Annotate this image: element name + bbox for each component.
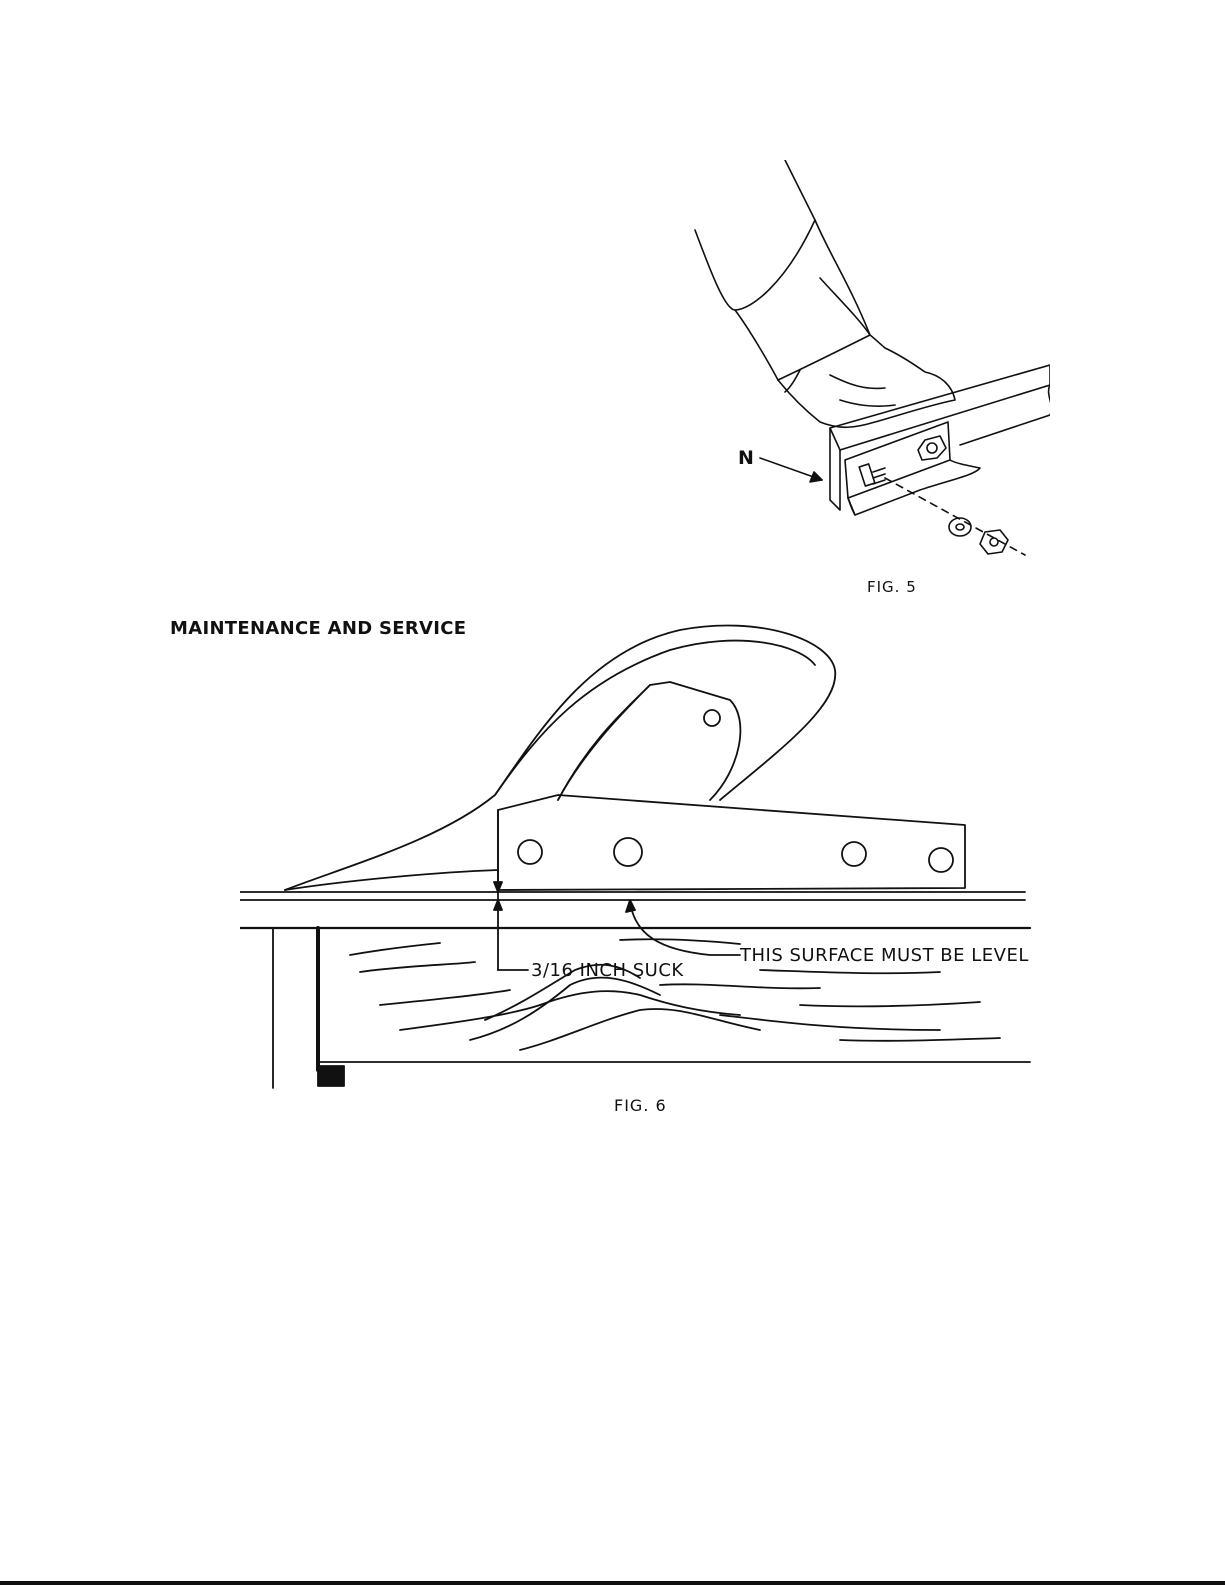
shank-hole-2: [614, 838, 642, 866]
plate-hole: [704, 710, 720, 726]
fig6-illustration: [240, 610, 1060, 1090]
shank-bar: [498, 795, 965, 890]
shank-hole-1: [518, 840, 542, 864]
hand-outline: [778, 335, 955, 427]
fig5-caption: FIG. 5: [867, 578, 917, 596]
bolt-axis: [885, 478, 1025, 555]
sleeve-outline: [695, 160, 815, 310]
mounting-plate: [558, 682, 740, 800]
bottom-rule: [0, 1581, 1225, 1585]
fig5-illustration: [690, 160, 1050, 580]
fig5-callout-n: N: [738, 447, 754, 469]
washer: [949, 518, 971, 536]
section-heading: MAINTENANCE AND SERVICE: [170, 618, 466, 639]
shovel-blade: [285, 626, 835, 890]
nut-upper: [918, 436, 946, 460]
bolt-slot: [859, 464, 875, 486]
fig6-level-note: THIS SURFACE MUST BE LEVEL: [740, 945, 1029, 966]
shank-hole-4: [929, 848, 953, 872]
sleeve-cuff: [735, 278, 870, 380]
nut-loose: [980, 530, 1008, 554]
fig6-caption: FIG. 6: [614, 1096, 667, 1115]
shank-hole-3: [842, 842, 866, 866]
fig6-suck-note: 3/16 INCH SUCK: [531, 960, 684, 981]
bracket-plate: [845, 422, 950, 498]
